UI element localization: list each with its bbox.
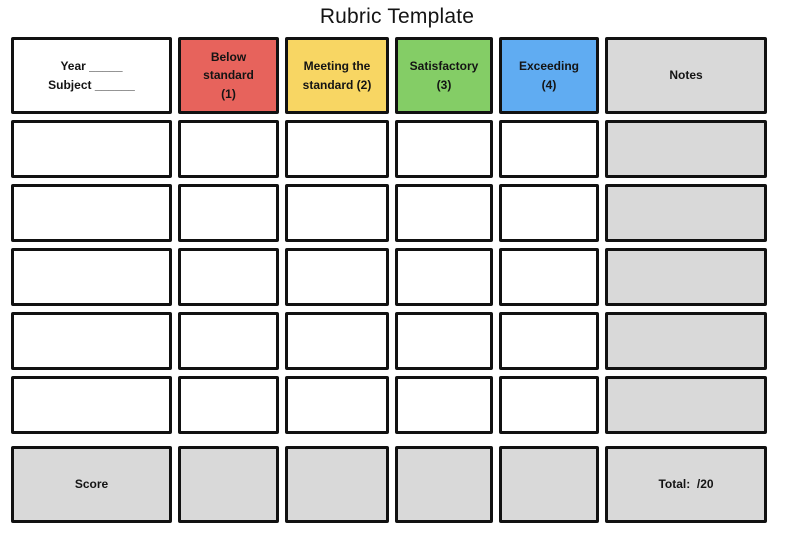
exceeding-points: (4) — [541, 77, 557, 92]
header-cell-exceeding: Exceeding (4) — [499, 37, 599, 114]
notes-cell — [605, 120, 767, 178]
rubric-cell — [285, 312, 389, 370]
below-standard-label: Below — [210, 49, 247, 64]
criteria-cell — [11, 120, 172, 178]
rubric-cell — [499, 248, 599, 306]
score-value-cell — [499, 446, 599, 523]
rubric-cell — [178, 312, 279, 370]
notes-cell — [605, 184, 767, 242]
rubric-cell — [499, 120, 599, 178]
score-label: Score — [74, 477, 109, 492]
body-row — [11, 248, 767, 306]
criteria-cell — [11, 248, 172, 306]
satisfactory-label: Satisfactory — [409, 58, 479, 73]
exceeding-label: Exceeding — [518, 58, 580, 73]
rubric-cell — [285, 120, 389, 178]
rubric-cell — [178, 248, 279, 306]
rubric-cell — [178, 376, 279, 434]
score-value-cell — [285, 446, 389, 523]
rubric-cell — [178, 184, 279, 242]
notes-label: Notes — [669, 68, 703, 83]
criteria-cell — [11, 312, 172, 370]
meeting-standard-label-2: standard (2) — [302, 77, 372, 92]
score-value-cell — [395, 446, 493, 523]
score-value-cell — [178, 446, 279, 523]
header-cell-notes: Notes — [605, 37, 767, 114]
notes-cell — [605, 312, 767, 370]
year-subject-cell: Year _____ Subject ______ — [11, 37, 172, 114]
subject-label: Subject ______ — [48, 77, 135, 92]
rubric-cell — [499, 312, 599, 370]
rubric-cell — [395, 184, 493, 242]
rubric-cell — [395, 312, 493, 370]
meeting-standard-label: Meeting the — [303, 58, 371, 73]
year-label: Year _____ — [60, 58, 123, 73]
rubric-cell — [395, 120, 493, 178]
rubric-cell — [285, 376, 389, 434]
rubric-cell — [395, 376, 493, 434]
header-row: Year _____ Subject ______ Below standard… — [11, 37, 767, 114]
below-standard-label-2: standard — [203, 68, 254, 83]
rubric-cell — [395, 248, 493, 306]
total-cell: Total: /20 — [605, 446, 767, 523]
notes-cell — [605, 248, 767, 306]
below-standard-points: (1) — [221, 86, 236, 101]
score-cell: Score — [11, 446, 172, 523]
satisfactory-points: (3) — [436, 77, 452, 92]
header-cell-satisfactory: Satisfactory (3) — [395, 37, 493, 114]
score-row: Score Total: /20 — [11, 446, 767, 523]
header-cell-below-standard: Below standard (1) — [178, 37, 279, 114]
rubric-cell — [499, 376, 599, 434]
body-row — [11, 312, 767, 370]
rubric-cell — [178, 120, 279, 178]
body-row — [11, 184, 767, 242]
body-row — [11, 376, 767, 434]
notes-cell — [605, 376, 767, 434]
criteria-cell — [11, 184, 172, 242]
rubric-cell — [499, 184, 599, 242]
rubric-table: Year _____ Subject ______ Below standard… — [11, 37, 767, 523]
header-cell-meeting-standard: Meeting the standard (2) — [285, 37, 389, 114]
page-title: Rubric Template — [319, 5, 475, 28]
criteria-cell — [11, 376, 172, 434]
body-row — [11, 120, 767, 178]
total-label: Total: /20 — [658, 477, 714, 492]
rubric-cell — [285, 184, 389, 242]
rubric-cell — [285, 248, 389, 306]
